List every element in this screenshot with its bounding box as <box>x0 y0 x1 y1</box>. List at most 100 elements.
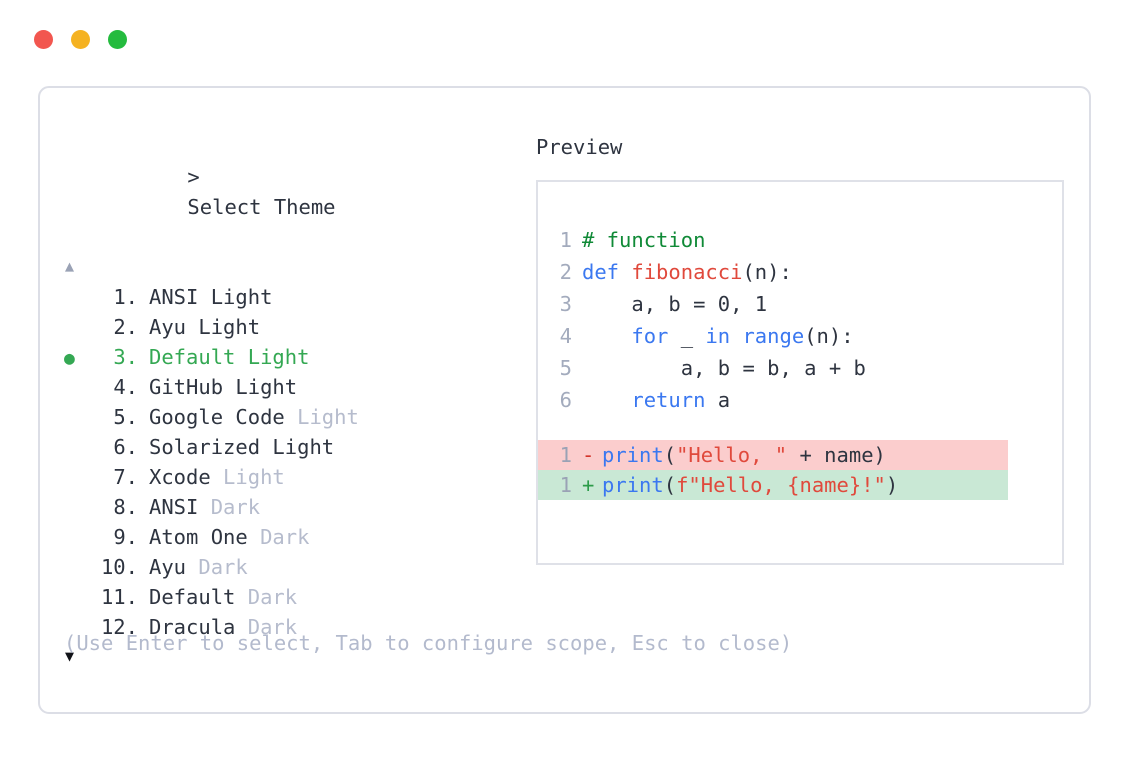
card-columns: > Select Theme ▲ 1. ANSI Light 2.Ayu Light… <box>40 88 1089 712</box>
page-title: Select Theme <box>187 195 336 219</box>
diff-line-content: print(f"Hello, {name}!") <box>602 470 898 500</box>
theme-item-variant: Dark <box>235 615 298 639</box>
theme-item-variant: Dark <box>247 525 310 549</box>
theme-item-label: GitHub Light <box>149 375 298 399</box>
code-token-plain: _ <box>668 324 706 348</box>
code-token-punct: ( <box>663 473 677 497</box>
selected-bullet-icon: ● <box>64 348 75 369</box>
code-line-number: 6 <box>559 388 572 412</box>
code-line-content: for _ in range(n): <box>582 320 854 352</box>
code-token-punct: ) <box>885 473 899 497</box>
code-token-plain: a, b = 0, 1 <box>582 292 768 316</box>
code-line: 3 a, b = 0, 1 <box>556 288 1062 320</box>
theme-item-index: 1. <box>113 285 138 309</box>
theme-list-item[interactable]: 11. Default Dark <box>64 582 534 612</box>
theme-item-index: 3. <box>113 345 138 369</box>
code-token-kw: print <box>602 473 664 497</box>
code-line: 2 def fibonacci(n): <box>556 256 1062 288</box>
theme-item-label: Ayu Light <box>149 315 261 339</box>
code-token-kw: for <box>631 324 669 348</box>
scroll-up-icon[interactable]: ▲ <box>65 257 75 275</box>
diff-line-number: 1 <box>559 443 572 467</box>
theme-item-label: Default Dark <box>149 585 298 609</box>
code-line-number: 2 <box>559 260 572 284</box>
scroll-down-icon[interactable]: ▼ <box>65 647 75 665</box>
code-line: 6 return a <box>556 384 1062 416</box>
select-theme-heading: > Select Theme <box>64 132 534 252</box>
theme-list-item[interactable]: 5. Google Code Light <box>64 402 534 432</box>
theme-item-variant: Light <box>284 405 359 429</box>
code-token-str: "Hello, " <box>676 443 788 467</box>
theme-item-label: Ayu Dark <box>149 555 248 579</box>
theme-item-label: ANSI Dark <box>149 495 261 519</box>
theme-item-index: 7. <box>113 465 138 489</box>
close-window-button[interactable] <box>34 30 53 49</box>
code-token-plain: + name) <box>787 443 886 467</box>
theme-item-variant: Dark <box>186 555 248 579</box>
code-token-plain: a, b = b, a + b <box>582 356 866 380</box>
code-token-punct: (n): <box>742 260 792 284</box>
code-token-str: f"Hello, {name}!" <box>676 473 886 497</box>
code-line-number: 4 <box>559 324 572 348</box>
code-token-kw: def <box>582 260 632 284</box>
theme-list: 1. ANSI Light 2.Ayu Light ● 3. Default Light 4… <box>64 282 534 642</box>
theme-item-index: 5. <box>113 405 138 429</box>
theme-list-item[interactable]: 9.Atom One Dark <box>64 522 534 552</box>
code-line-content: a, b = b, a + b <box>582 352 866 384</box>
theme-item-label: Solarized Light <box>149 435 335 459</box>
diff-sign: + <box>582 473 595 497</box>
code-line-content: # function <box>582 224 705 256</box>
theme-list-item[interactable]: 7. Xcode Light <box>64 462 534 492</box>
keyboard-hint-text: (Use Enter to select, Tab to configure s… <box>64 631 793 655</box>
code-line: 1 # function <box>556 224 1062 256</box>
code-token-fn: fibonacci <box>631 260 743 284</box>
theme-item-label: Google Code Light <box>149 405 359 429</box>
theme-item-label: Default Light <box>149 345 310 369</box>
theme-list-item[interactable]: 4. GitHub Light <box>64 372 534 402</box>
theme-list-item[interactable]: 6.Solarized Light <box>64 432 534 462</box>
theme-item-variant: Dark <box>198 495 261 519</box>
code-token-plain <box>582 388 631 412</box>
window-traffic-lights <box>34 30 127 49</box>
code-token-kw: range <box>742 324 805 348</box>
theme-item-index: 9. <box>113 525 138 549</box>
preview-label: Preview <box>536 135 623 159</box>
theme-list-item[interactable]: 8.ANSI Dark <box>64 492 534 522</box>
theme-item-variant: Dark <box>235 585 298 609</box>
code-line-number: 1 <box>559 228 572 252</box>
code-token-punct: ( <box>663 443 677 467</box>
diff-lines: 1-print("Hello, " + name)1+print(f"Hello… <box>538 440 1062 500</box>
diff-sign: - <box>582 443 595 467</box>
theme-item-index: 4. <box>113 375 138 399</box>
theme-item-index: 11. <box>100 585 138 609</box>
theme-item-variant: Light <box>210 465 285 489</box>
maximize-window-button[interactable] <box>108 30 127 49</box>
code-line: 5 a, b = b, a + b <box>556 352 1062 384</box>
theme-list-item[interactable]: 2.Ayu Light <box>64 312 534 342</box>
theme-item-index: 10. <box>100 555 138 579</box>
theme-picker-card: > Select Theme ▲ 1. ANSI Light 2.Ayu Light… <box>38 86 1091 714</box>
code-token-kw: in <box>705 324 743 348</box>
code-token-plain: a <box>705 388 731 412</box>
code-line-number: 3 <box>559 292 572 316</box>
theme-list-item[interactable]: 1. ANSI Light <box>64 282 534 312</box>
theme-select-pane: > Select Theme ▲ 1. ANSI Light 2.Ayu Light… <box>64 132 534 670</box>
theme-list-item[interactable]: 12.Dracula Dark <box>64 612 534 642</box>
theme-item-label: ANSI Light <box>149 285 273 309</box>
code-token-kw: print <box>602 443 664 467</box>
prompt-symbol: > <box>187 165 200 189</box>
theme-list-item[interactable]: ● 3. Default Light <box>64 342 534 372</box>
code-line-content: a, b = 0, 1 <box>582 288 767 320</box>
code-token-punct: (n): <box>804 324 854 348</box>
theme-item-label: Xcode Light <box>149 465 285 489</box>
theme-item-index: 12. <box>100 615 138 639</box>
code-token-plain <box>582 324 631 348</box>
code-token-kw: return <box>631 388 706 412</box>
minimize-window-button[interactable] <box>71 30 90 49</box>
theme-list-item[interactable]: 10. Ayu Dark <box>64 552 534 582</box>
diff-line-content: print("Hello, " + name) <box>602 440 886 470</box>
